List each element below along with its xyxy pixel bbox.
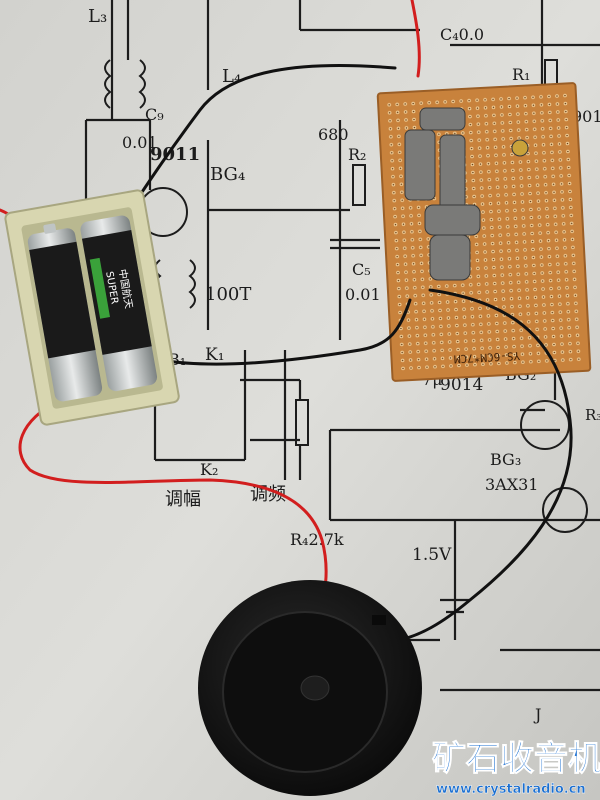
label-r4: R₄2.7k (290, 530, 344, 549)
label-j: J (533, 705, 541, 724)
schematic-resistor-r4 (295, 399, 309, 446)
pcb-marking-text: YS-6CM*7CM (453, 349, 520, 365)
label-k1: K₁ (205, 345, 225, 365)
label-bg3: BG₃ (490, 450, 521, 469)
label-tiaofu: 调幅 (165, 489, 201, 510)
perfboard: YS-6CM*7CM (376, 82, 592, 382)
solder-blobs (404, 107, 529, 281)
label-r2: R₂ (348, 145, 366, 164)
transistor-bg2-symbol (520, 400, 570, 450)
watermark-url: www.crystalradio.cn (436, 782, 586, 797)
label-c9: C₉ (145, 105, 164, 124)
black-wires (128, 63, 573, 642)
label-c5: C₅ (352, 260, 371, 279)
schematic-resistor-r2 (352, 164, 366, 206)
label-9018: 9018 (572, 107, 600, 126)
label-c5-value: 0.01 (345, 285, 381, 304)
label-voltage: 1.5V (412, 545, 452, 565)
watermark-title: 矿石收音机 (432, 739, 600, 779)
label-k2: K₂ (200, 460, 218, 479)
battery-left (27, 223, 103, 402)
label-c4: C₄0.0 (440, 25, 484, 44)
battery-holder: 中国航天 SUPER (4, 189, 180, 426)
label-l3: L₃ (88, 6, 107, 27)
label-r3: R₃ 610k (585, 406, 600, 424)
label-100t: 100T (205, 284, 251, 305)
label-bg4-model: 9011 (150, 144, 200, 165)
label-tiaopin: 调频 (250, 484, 286, 505)
transistor-bg3-symbol (542, 487, 588, 533)
label-c9-value: 0.01 (122, 133, 158, 152)
label-bg3-model: 3AX31 (485, 475, 538, 494)
label-bg4: BG₄ (210, 164, 245, 185)
watermark: 矿石收音机 www.crystalradio.cn (432, 739, 600, 798)
label-bg2-model: 9014 (440, 375, 483, 395)
label-r1: R₁ (512, 65, 530, 84)
speaker (198, 580, 422, 796)
schematic-lines (84, 0, 600, 692)
battery-right: 中国航天 SUPER (80, 215, 158, 392)
label-680: 680 (318, 125, 349, 144)
